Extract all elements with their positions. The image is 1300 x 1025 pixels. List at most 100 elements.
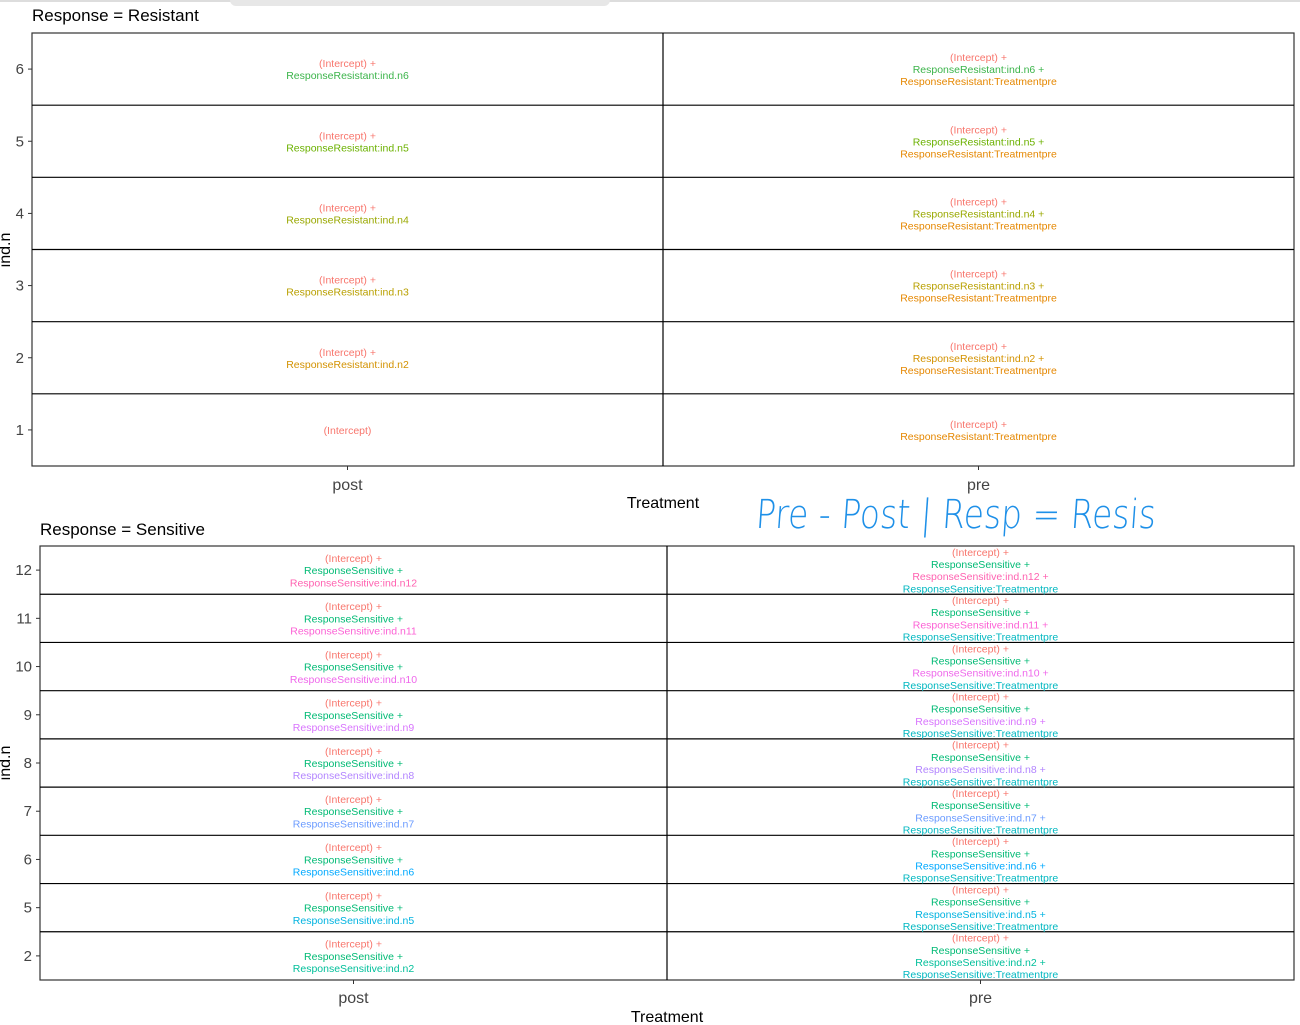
tile-label: ResponseSensitive:ind.n6 +: [915, 861, 1045, 873]
tile-label: ResponseSensitive +: [304, 565, 403, 577]
tile-label: (Intercept) +: [950, 124, 1007, 136]
tile-label: ResponseSensitive +: [931, 945, 1030, 957]
tile-label: ResponseSensitive:ind.n5: [293, 915, 415, 927]
facet-title: Response = Sensitive: [40, 520, 205, 539]
tile-label: ResponseSensitive:ind.n7: [293, 818, 415, 830]
tile-label: ResponseSensitive +: [304, 662, 403, 674]
tile-label: ResponseSensitive +: [931, 800, 1030, 812]
tile-label: ResponseSensitive +: [304, 854, 403, 866]
tile-label: ResponseSensitive +: [931, 704, 1030, 716]
tile-label: (Intercept) +: [325, 794, 382, 806]
y-tick-label: 8: [24, 755, 32, 772]
y-tick-label: 7: [24, 803, 32, 820]
y-tick-label: 5: [16, 133, 24, 150]
tile-label: ResponseSensitive +: [931, 655, 1030, 667]
tile-label: ResponseResistant:ind.n3: [286, 287, 409, 299]
tile-label: ResponseSensitive:Treatmentpre: [903, 583, 1059, 595]
tile-label: ResponseResistant:ind.n5: [286, 142, 409, 154]
tile-label: ResponseSensitive:ind.n12 +: [912, 571, 1048, 583]
tile-label: (Intercept) +: [319, 58, 376, 70]
tile-label: ResponseSensitive:ind.n6: [293, 867, 415, 879]
tile-label: (Intercept): [324, 425, 372, 437]
tile-label: ResponseResistant:ind.n6: [286, 70, 409, 82]
x-axis-label: Treatment: [631, 1009, 704, 1025]
tile-label: ResponseSensitive +: [931, 848, 1030, 860]
facet-panel-sensitive: Response = Sensitive 12 11 10 9 8 7 6 5 2 post preT…: [0, 520, 1295, 1025]
tile-label: (Intercept) +: [952, 836, 1009, 848]
tile-label: ResponseSensitive:ind.n11: [290, 626, 417, 638]
tile-label: ResponseSensitive:Treatmentpre: [903, 728, 1059, 740]
y-tick-label: 9: [24, 707, 32, 724]
tile-label: ResponseSensitive:Treatmentpre: [903, 873, 1059, 885]
tile-label: (Intercept) +: [325, 842, 382, 854]
y-axis-label: ind.n: [0, 233, 14, 268]
tile-label: ResponseResistant:ind.n4: [286, 214, 409, 226]
tile-label: ResponseResistant:Treatmentpre: [900, 76, 1057, 88]
tile-label: ResponseSensitive:Treatmentpre: [903, 632, 1059, 644]
tile-label: ResponseResistant:Treatmentpre: [900, 220, 1057, 232]
tile-label: (Intercept) +: [319, 347, 376, 359]
tile-label: ResponseSensitive +: [304, 758, 403, 770]
tile-label: (Intercept) +: [325, 939, 382, 951]
tile-label: ResponseResistant:ind.n2: [286, 359, 409, 371]
tile-label: (Intercept) +: [325, 698, 382, 710]
y-tick-label: 2: [24, 948, 32, 965]
tile-label: ResponseResistant:ind.n5 +: [913, 136, 1045, 148]
tile-label: (Intercept) +: [952, 740, 1009, 752]
tile-label: ResponseSensitive +: [304, 806, 403, 818]
x-tick-label: post: [332, 477, 363, 494]
tile-label: (Intercept) +: [319, 202, 376, 214]
tile-label: ResponseSensitive:ind.n2: [293, 963, 415, 975]
tile-label: ResponseSensitive:ind.n11 +: [913, 619, 1049, 631]
tile-label: ResponseSensitive:ind.n10 +: [912, 668, 1048, 680]
tile-label: (Intercept) +: [325, 890, 382, 902]
tile-label: (Intercept) +: [950, 196, 1007, 208]
tile-label: ResponseSensitive +: [931, 897, 1030, 909]
y-tick-label: 10: [15, 659, 32, 676]
window-tab-shadow: [230, 0, 610, 6]
tile-label: (Intercept) +: [325, 649, 382, 661]
y-axis-label: ind.n: [0, 746, 14, 781]
tile-label: (Intercept) +: [952, 595, 1009, 607]
x-axis-label: Treatment: [627, 495, 700, 512]
y-tick-label: 3: [16, 278, 24, 295]
tile-label: ResponseSensitive:ind.n8: [293, 770, 415, 782]
y-tick-label: 11: [16, 610, 32, 627]
tile-label: ResponseSensitive:Treatmentpre: [903, 776, 1059, 788]
tile-label: ResponseSensitive +: [931, 559, 1030, 571]
tile-label: (Intercept) +: [952, 884, 1009, 896]
x-tick-label: pre: [969, 990, 992, 1007]
tile-label: ResponseSensitive:Treatmentpre: [903, 969, 1059, 981]
tile-label: ResponseSensitive:ind.n2 +: [915, 957, 1045, 969]
window-top-border: [0, 0, 1300, 2]
y-tick-label: 5: [24, 900, 32, 917]
facet-title: Response = Resistant: [32, 6, 199, 25]
tile-label: ResponseResistant:ind.n2 +: [913, 353, 1045, 365]
y-tick-label: 6: [24, 851, 32, 868]
tile-label: ResponseSensitive +: [931, 752, 1030, 764]
tile-label: ResponseResistant:ind.n4 +: [913, 208, 1045, 220]
tile-label: (Intercept) +: [950, 341, 1007, 353]
y-tick-label: 4: [16, 205, 24, 222]
tile-label: ResponseSensitive:ind.n12: [290, 577, 417, 589]
tile-label: ResponseResistant:Treatmentpre: [900, 431, 1057, 443]
tile-label: (Intercept) +: [952, 547, 1009, 559]
annotation-text: Pre - Post | Resp = Resis: [754, 492, 1157, 538]
tile-label: ResponseSensitive:ind.n9 +: [915, 716, 1045, 728]
y-tick-label: 1: [16, 422, 24, 439]
tile-label: ResponseResistant:ind.n3 +: [913, 281, 1045, 293]
tile-label: ResponseSensitive:ind.n5 +: [915, 909, 1045, 921]
tile-label: (Intercept) +: [952, 788, 1009, 800]
tile-label: ResponseSensitive:ind.n10: [290, 674, 417, 686]
x-tick-label: post: [338, 990, 369, 1007]
tile-label: ResponseSensitive:Treatmentpre: [903, 680, 1059, 692]
tile-label: ResponseResistant:ind.n6 +: [913, 64, 1045, 76]
tile-label: (Intercept) +: [952, 933, 1009, 945]
y-tick-label: 12: [15, 562, 32, 579]
tile-label: ResponseSensitive +: [304, 613, 403, 625]
tile-label: (Intercept) +: [325, 746, 382, 758]
tile-label: ResponseSensitive +: [304, 903, 403, 915]
tile-label: (Intercept) +: [319, 275, 376, 287]
